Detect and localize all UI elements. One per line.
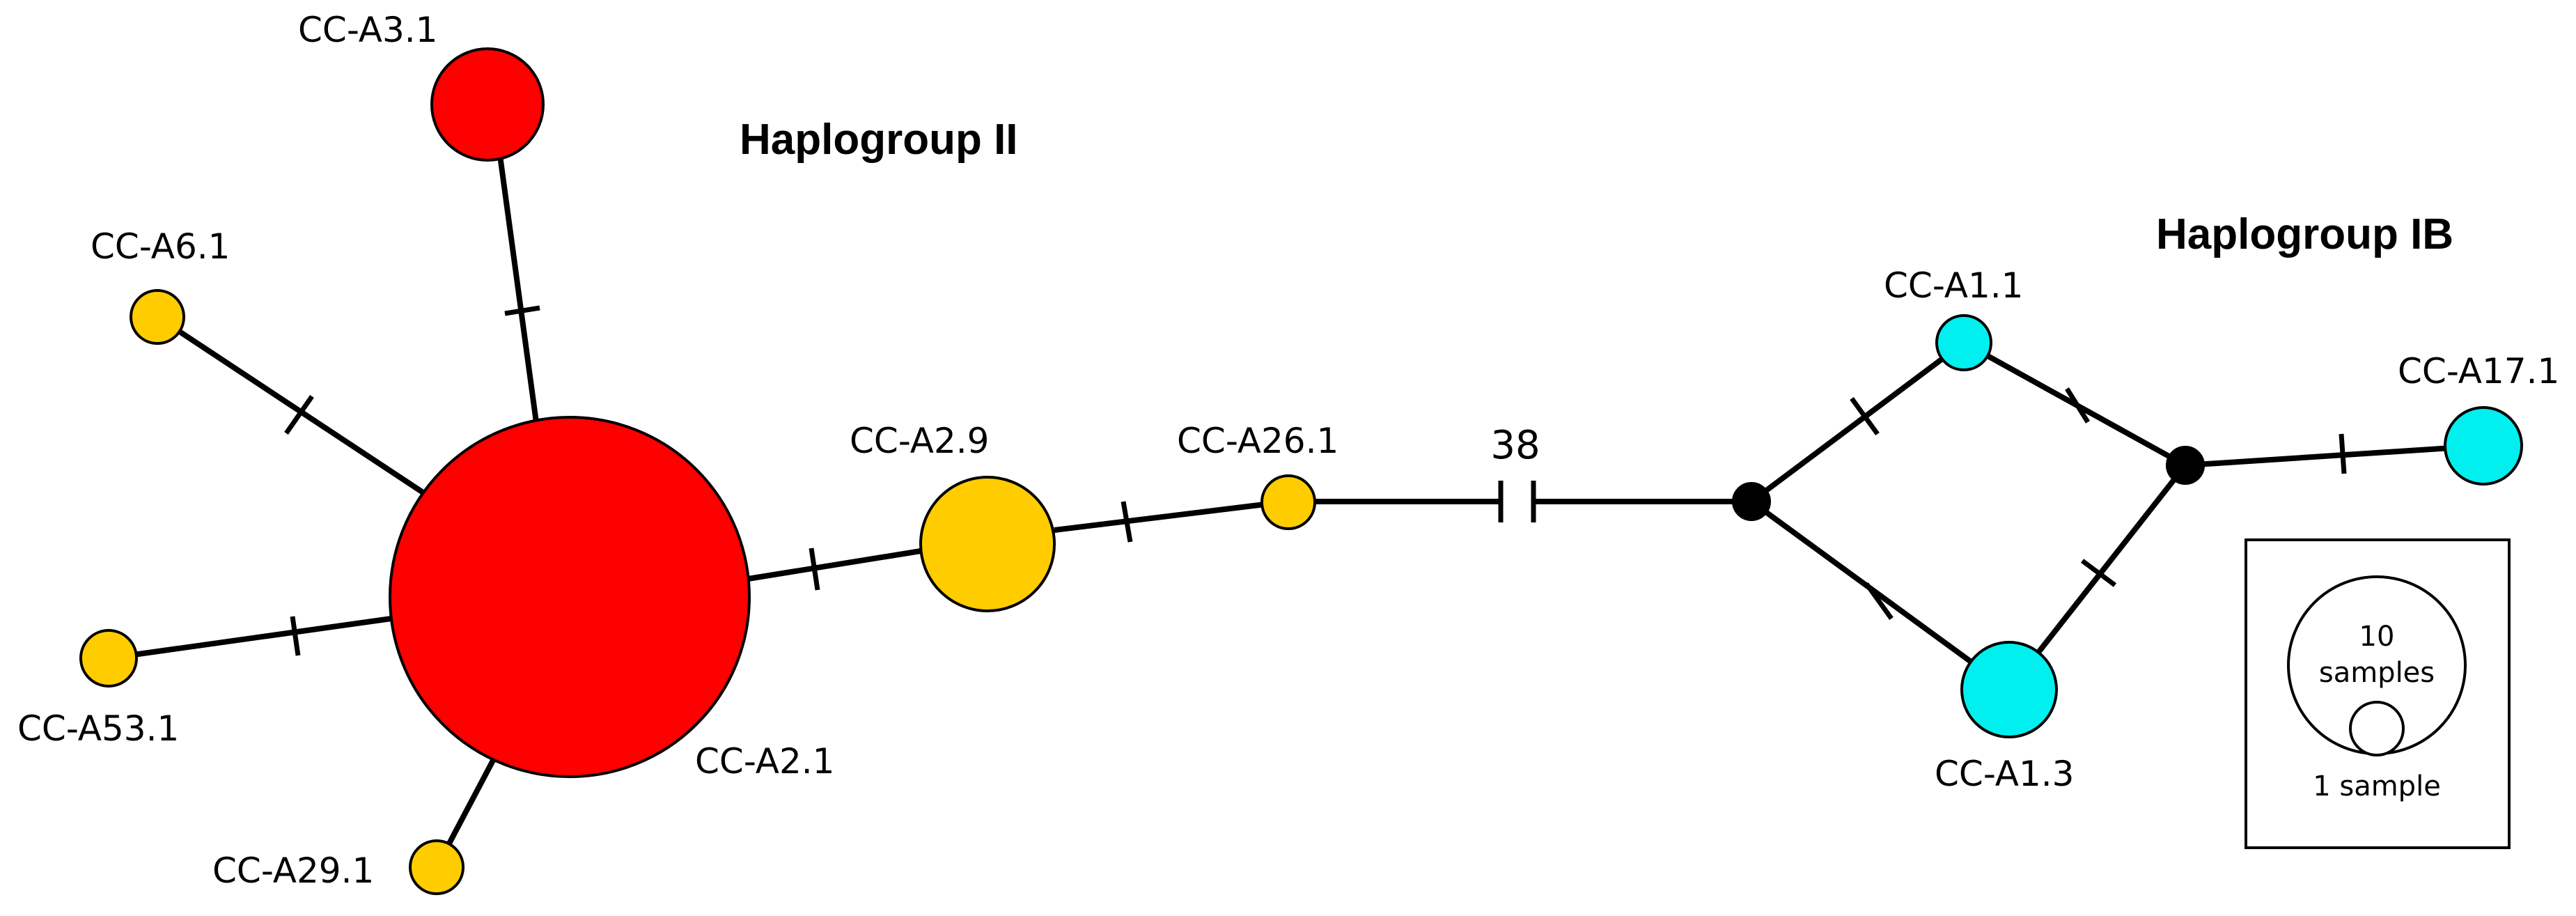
- mutation-tick: [809, 548, 820, 591]
- edge-median1-a11: [1749, 340, 1966, 504]
- node-cc-a53-1: [79, 629, 138, 688]
- median-vector-node: [1732, 482, 1771, 521]
- label-cc-a29-1: CC-A29.1: [212, 851, 374, 891]
- haplogroup-ii-label: Haplogroup II: [740, 116, 1018, 164]
- label-cc-a6-1: CC-A6.1: [91, 226, 231, 267]
- legend-large-label-line1: 10: [2359, 621, 2395, 653]
- label-cc-a1-3: CC-A1.3: [1935, 754, 2075, 794]
- mutation-tick: [1864, 582, 1894, 621]
- node-cc-a6-1: [130, 289, 185, 345]
- mutation-tick: [2065, 387, 2090, 424]
- long-branch-mutation-count: 38: [1490, 423, 1540, 468]
- median-vector-node: [2166, 446, 2205, 485]
- edge-a21-a61: [155, 314, 428, 497]
- edge-a21-a531: [108, 616, 392, 661]
- mutation-tick: [284, 394, 314, 435]
- label-cc-a1-1: CC-A1.1: [1884, 265, 2024, 306]
- edge-median1-a13: [1749, 499, 2011, 692]
- node-cc-a1-3: [1960, 641, 2058, 738]
- mutation-tick: [2080, 559, 2117, 587]
- label-cc-a3-1: CC-A3.1: [298, 10, 438, 50]
- legend-small-label: 1 sample: [2313, 770, 2441, 802]
- label-cc-a53-1: CC-A53.1: [17, 708, 179, 749]
- edge-a29-a261: [1054, 499, 1288, 533]
- haplotype-labels: CC-A3.1 CC-A6.1 CC-A2.1 CC-A53.1 CC-A29.…: [17, 10, 2559, 891]
- node-cc-a29-1: [409, 839, 465, 895]
- label-cc-a17-1: CC-A17.1: [2398, 351, 2559, 391]
- mutation-tick: [290, 616, 301, 656]
- node-cc-a2-1: [389, 416, 751, 778]
- label-cc-a2-9: CC-A2.9: [850, 421, 990, 461]
- mutation-tick: [1850, 396, 1880, 436]
- mutation-tick: [504, 305, 540, 316]
- node-cc-a2-9: [919, 476, 1056, 612]
- label-cc-a26-1: CC-A26.1: [1177, 421, 1338, 461]
- label-cc-a2-1: CC-A2.1: [695, 741, 835, 782]
- node-cc-a17-1: [2444, 406, 2523, 486]
- edge-a21-a29: [747, 548, 921, 582]
- mutation-tick: [1121, 501, 1133, 543]
- size-legend: 10 samples 1 sample: [2245, 538, 2511, 849]
- haplogroup-ib-label: Haplogroup IB: [2156, 210, 2453, 258]
- node-cc-a3-1: [430, 47, 545, 162]
- legend-large-label-line2: samples: [2319, 657, 2435, 689]
- haplotype-nodes: [79, 47, 2523, 895]
- edge-median2-a171: [2185, 443, 2484, 468]
- mutation-tick: [2339, 433, 2347, 474]
- mutation-ticks: [284, 305, 2347, 656]
- node-cc-a26-1: [1260, 474, 1316, 530]
- node-cc-a1-1: [1935, 314, 1992, 371]
- legend-small-circle: [2349, 701, 2405, 756]
